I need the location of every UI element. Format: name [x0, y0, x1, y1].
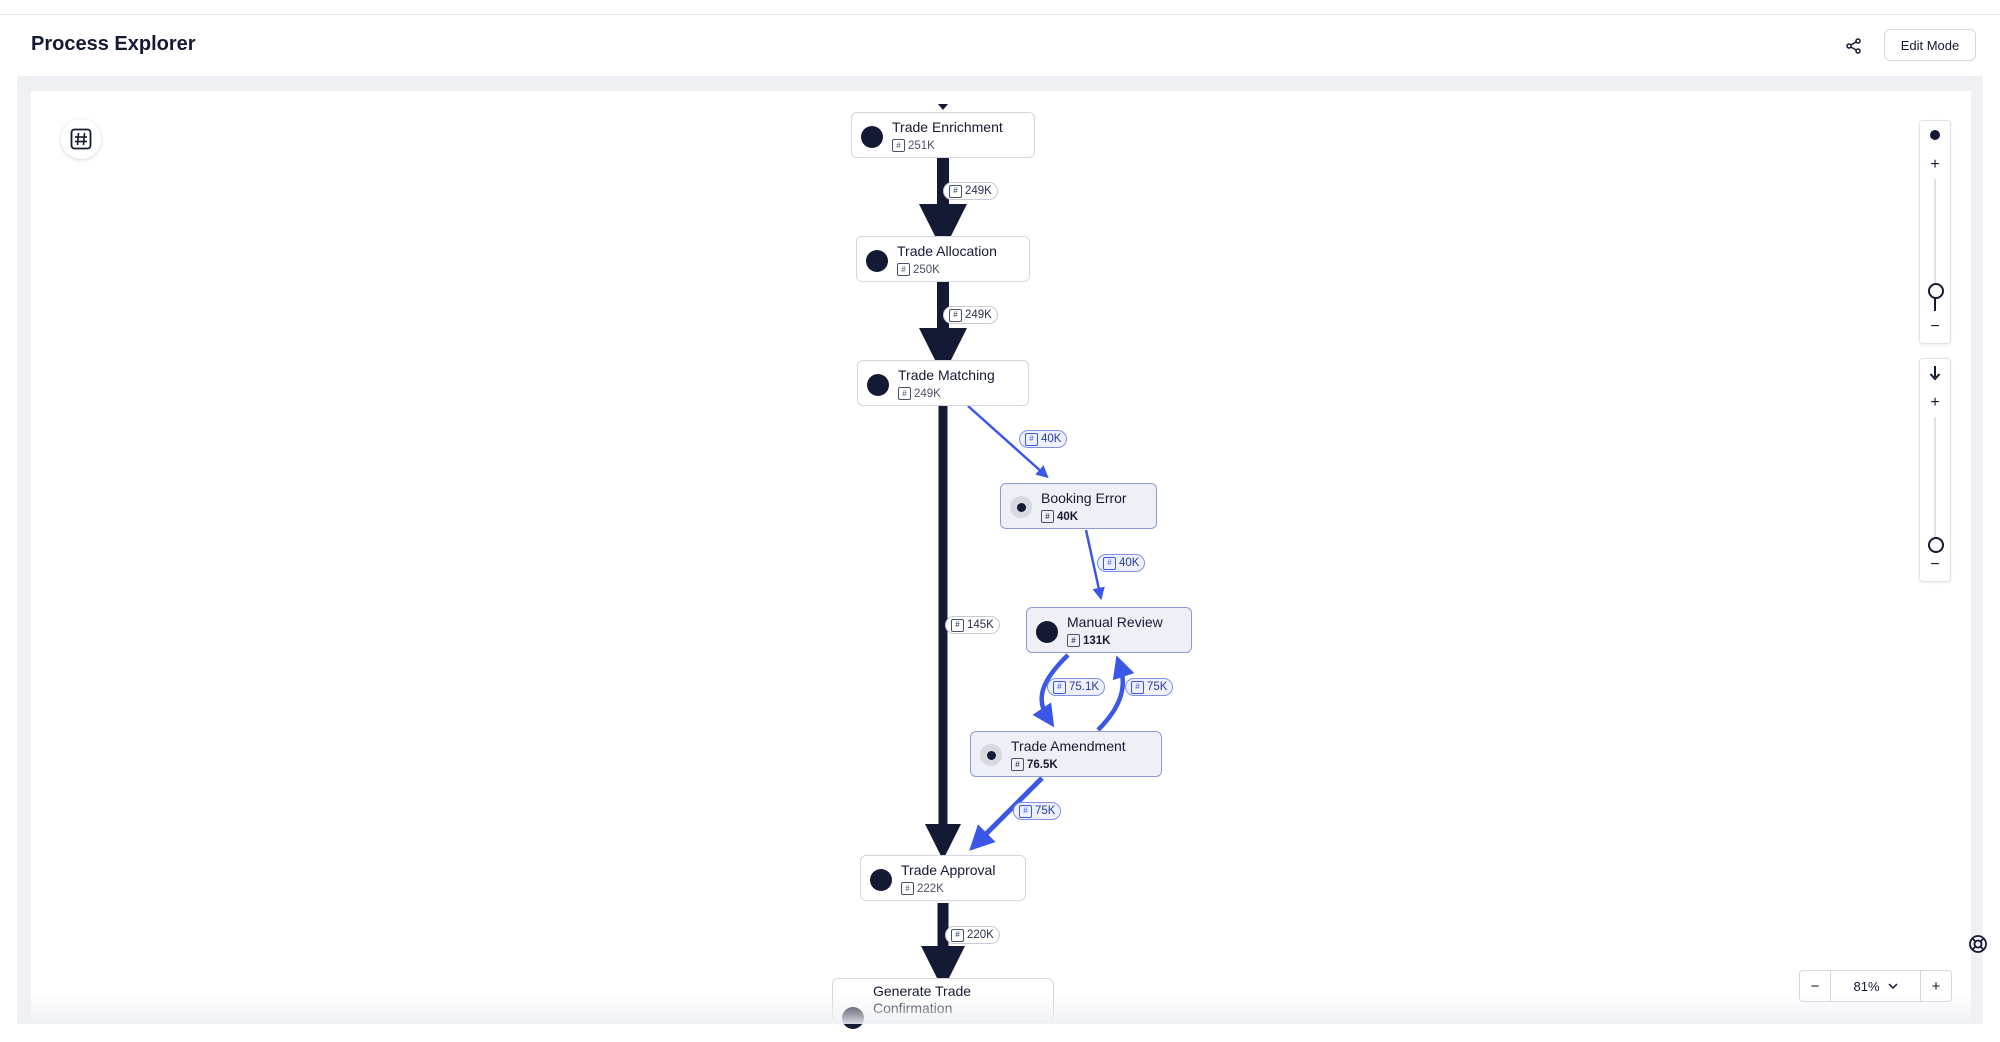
lifebuoy-icon — [1969, 935, 1987, 953]
paths-plus-button[interactable]: + — [1930, 394, 1940, 411]
activities-slider-track[interactable] — [1934, 179, 1936, 311]
hash-icon: # — [951, 618, 964, 632]
hash-icon: # — [949, 308, 962, 322]
hash-icon: # — [1025, 432, 1038, 446]
edge-label[interactable]: #40K — [1097, 554, 1146, 572]
zoom-level-select[interactable]: 81% — [1830, 971, 1921, 1001]
hash-icon: # — [897, 263, 910, 276]
help-button[interactable] — [1966, 932, 1990, 956]
zoom-in-button[interactable]: + — [1931, 977, 1941, 995]
filled-dot-icon — [1930, 130, 1940, 140]
edge-label[interactable]: #249K — [943, 306, 998, 324]
activity-node-trade-enrichment[interactable]: Trade Enrichment #251K — [851, 112, 1035, 158]
edge-label[interactable]: #75.1K — [1047, 678, 1106, 696]
activity-count: 250K — [913, 263, 940, 276]
hash-icon: # — [949, 184, 962, 198]
zoom-level-value: 81% — [1853, 978, 1880, 994]
edge-label[interactable]: #220K — [945, 926, 1000, 944]
hash-icon: # — [1041, 510, 1054, 523]
activities-minus-button[interactable]: − — [1930, 318, 1940, 335]
activity-node-manual-review[interactable]: Manual Review #131K — [1026, 607, 1192, 653]
edge-label[interactable]: #145K — [945, 616, 1000, 634]
activity-count: 40K — [1057, 510, 1079, 523]
edit-mode-button[interactable]: Edit Mode — [1884, 29, 1976, 61]
metric-toggle-button[interactable] — [61, 119, 101, 159]
edge-booking-error-manual-review[interactable] — [1084, 529, 1105, 601]
hash-icon: # — [1067, 634, 1080, 647]
edge-label[interactable]: #75K — [1013, 802, 1062, 820]
paths-slider-panel: + − — [1919, 358, 1951, 582]
activity-ring-icon — [1010, 496, 1032, 518]
hash-icon: # — [892, 139, 905, 152]
activities-slider-icon — [1920, 125, 1950, 145]
share-icon — [1846, 38, 1861, 54]
hash-icon: # — [898, 387, 911, 400]
hash-icon: # — [951, 928, 964, 942]
edge-matching-booking-error[interactable] — [967, 405, 1049, 479]
edge-label[interactable]: #75K — [1125, 678, 1174, 696]
zoom-control: − 81% + — [1799, 970, 1952, 1002]
edge-manual-review-amendment[interactable] — [1032, 653, 1070, 728]
hash-icon: # — [1053, 680, 1066, 694]
incoming-edge-arrow — [938, 104, 948, 110]
activity-dot-icon — [1036, 621, 1058, 643]
hash-icon: # — [1103, 556, 1116, 570]
edge-label[interactable]: #40K — [1019, 430, 1068, 448]
chevron-down-icon — [1887, 983, 1898, 989]
activity-node-trade-allocation[interactable]: Trade Allocation #250K — [856, 236, 1030, 282]
activity-ring-icon — [980, 744, 1002, 766]
activity-count: 251K — [908, 139, 935, 152]
paths-minus-button[interactable]: − — [1930, 556, 1940, 573]
activity-dot-icon — [861, 126, 883, 148]
edge-amendment-manual-review[interactable] — [1096, 655, 1135, 732]
activities-slider-handle[interactable] — [1928, 283, 1944, 299]
hash-icon — [70, 128, 92, 150]
activities-slider-fill — [1934, 287, 1936, 311]
activity-node-trade-approval[interactable]: Trade Approval #222K — [860, 855, 1026, 901]
activity-count: 222K — [917, 882, 944, 895]
activity-dot-icon — [866, 250, 888, 272]
activity-dot-icon — [870, 869, 892, 891]
activities-slider-panel: + − — [1919, 120, 1951, 344]
activity-count: 249K — [914, 387, 941, 400]
zoom-out-button[interactable]: − — [1810, 977, 1820, 995]
paths-slider-track[interactable] — [1934, 417, 1936, 549]
activity-dot-icon — [842, 1007, 864, 1029]
arrow-down-icon — [1929, 366, 1941, 381]
activity-count: 76.5K — [1027, 758, 1058, 771]
edge-amendment-approval[interactable] — [969, 776, 1044, 851]
activities-plus-button[interactable]: + — [1930, 156, 1940, 173]
activity-node-booking-error[interactable]: Booking Error #40K — [1000, 483, 1157, 529]
hash-icon: # — [1011, 758, 1024, 771]
activity-node-generate-trade-confirmation[interactable]: Generate Trade Confirmation — [832, 978, 1054, 1029]
hash-icon: # — [1131, 680, 1144, 694]
paths-slider-icon — [1920, 363, 1950, 383]
paths-slider-handle[interactable] — [1928, 537, 1944, 553]
edge-label[interactable]: #249K — [943, 182, 998, 200]
page-title: Process Explorer — [31, 33, 196, 55]
hash-icon: # — [1019, 804, 1032, 818]
hash-icon: # — [901, 882, 914, 895]
header-divider — [0, 14, 2000, 15]
activity-dot-icon — [867, 374, 889, 396]
share-button[interactable] — [1840, 32, 1868, 60]
activity-node-trade-amendment[interactable]: Trade Amendment #76.5K — [970, 731, 1162, 777]
activity-count: 131K — [1083, 634, 1111, 647]
activity-node-trade-matching[interactable]: Trade Matching #249K — [857, 360, 1029, 406]
